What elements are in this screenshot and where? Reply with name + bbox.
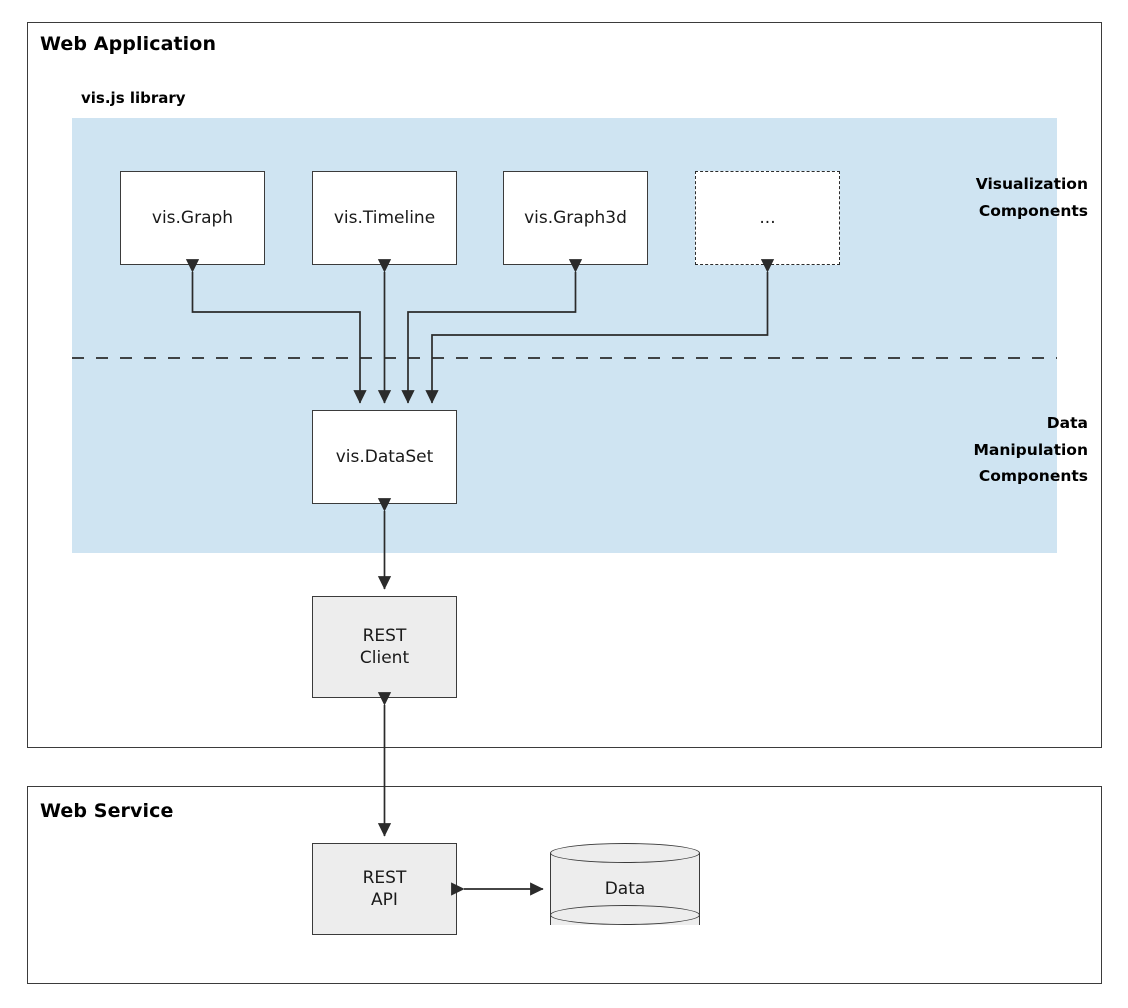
- node-vis-graph3d[interactable]: vis.Graph3d: [503, 171, 648, 265]
- section-title-visjs-library: vis.js library: [81, 89, 186, 107]
- node-rest-api[interactable]: REST API: [312, 843, 457, 935]
- cylinder-bottom-ellipse: [550, 905, 700, 925]
- region-label-data-manipulation-components: Data Manipulation Components: [973, 414, 1088, 486]
- region-label-visualization-components: Visualization Components: [975, 175, 1088, 220]
- node-vis-timeline[interactable]: vis.Timeline: [312, 171, 457, 265]
- node-more-components[interactable]: ...: [695, 171, 840, 265]
- cylinder-top-ellipse: [550, 843, 700, 863]
- panel-title-web-application: Web Application: [40, 33, 217, 55]
- node-data-store-label: Data: [604, 879, 646, 899]
- node-vis-dataset[interactable]: vis.DataSet: [312, 410, 457, 504]
- node-rest-client[interactable]: REST Client: [312, 596, 457, 698]
- node-data-store[interactable]: Data: [550, 843, 700, 935]
- node-vis-graph[interactable]: vis.Graph: [120, 171, 265, 265]
- panel-title-web-service: Web Service: [40, 800, 174, 822]
